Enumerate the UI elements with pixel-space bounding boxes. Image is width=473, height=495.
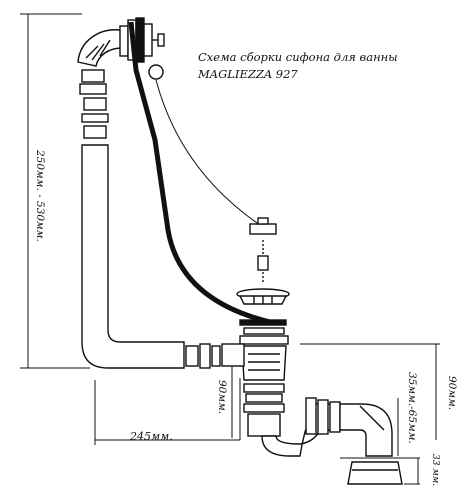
overflow-knob [148,64,164,80]
dim-outlet-33: 33 мм. [430,454,440,487]
overflow-nuts [79,69,109,139]
dimension-lines [20,13,440,485]
dim-horizontal-length: 245мм. [130,430,173,443]
dim-drop-90-left: 90мм. [216,380,228,415]
dim-range-35-65: 35мм.-65мм. [406,372,418,444]
overflow-elbow [77,29,123,67]
plug-chain [128,21,271,325]
siphon-trap [261,397,403,485]
outlet-cap [347,461,403,485]
overflow-tube [81,144,185,369]
diagram-title: Схема сборки сифона для ванны [198,50,398,64]
dim-drop-90-right: 90мм. [446,376,458,411]
bath-bottom [239,319,287,326]
plug-stopper [249,217,277,282]
dim-height-range: 250мм. - 530мм. [34,150,46,242]
drain-body [185,327,289,437]
drain-grate [236,288,290,305]
plug-cord [155,79,261,226]
overflow-flange [119,17,165,63]
diagram-model: MAGLIEZZA 927 [198,67,298,81]
